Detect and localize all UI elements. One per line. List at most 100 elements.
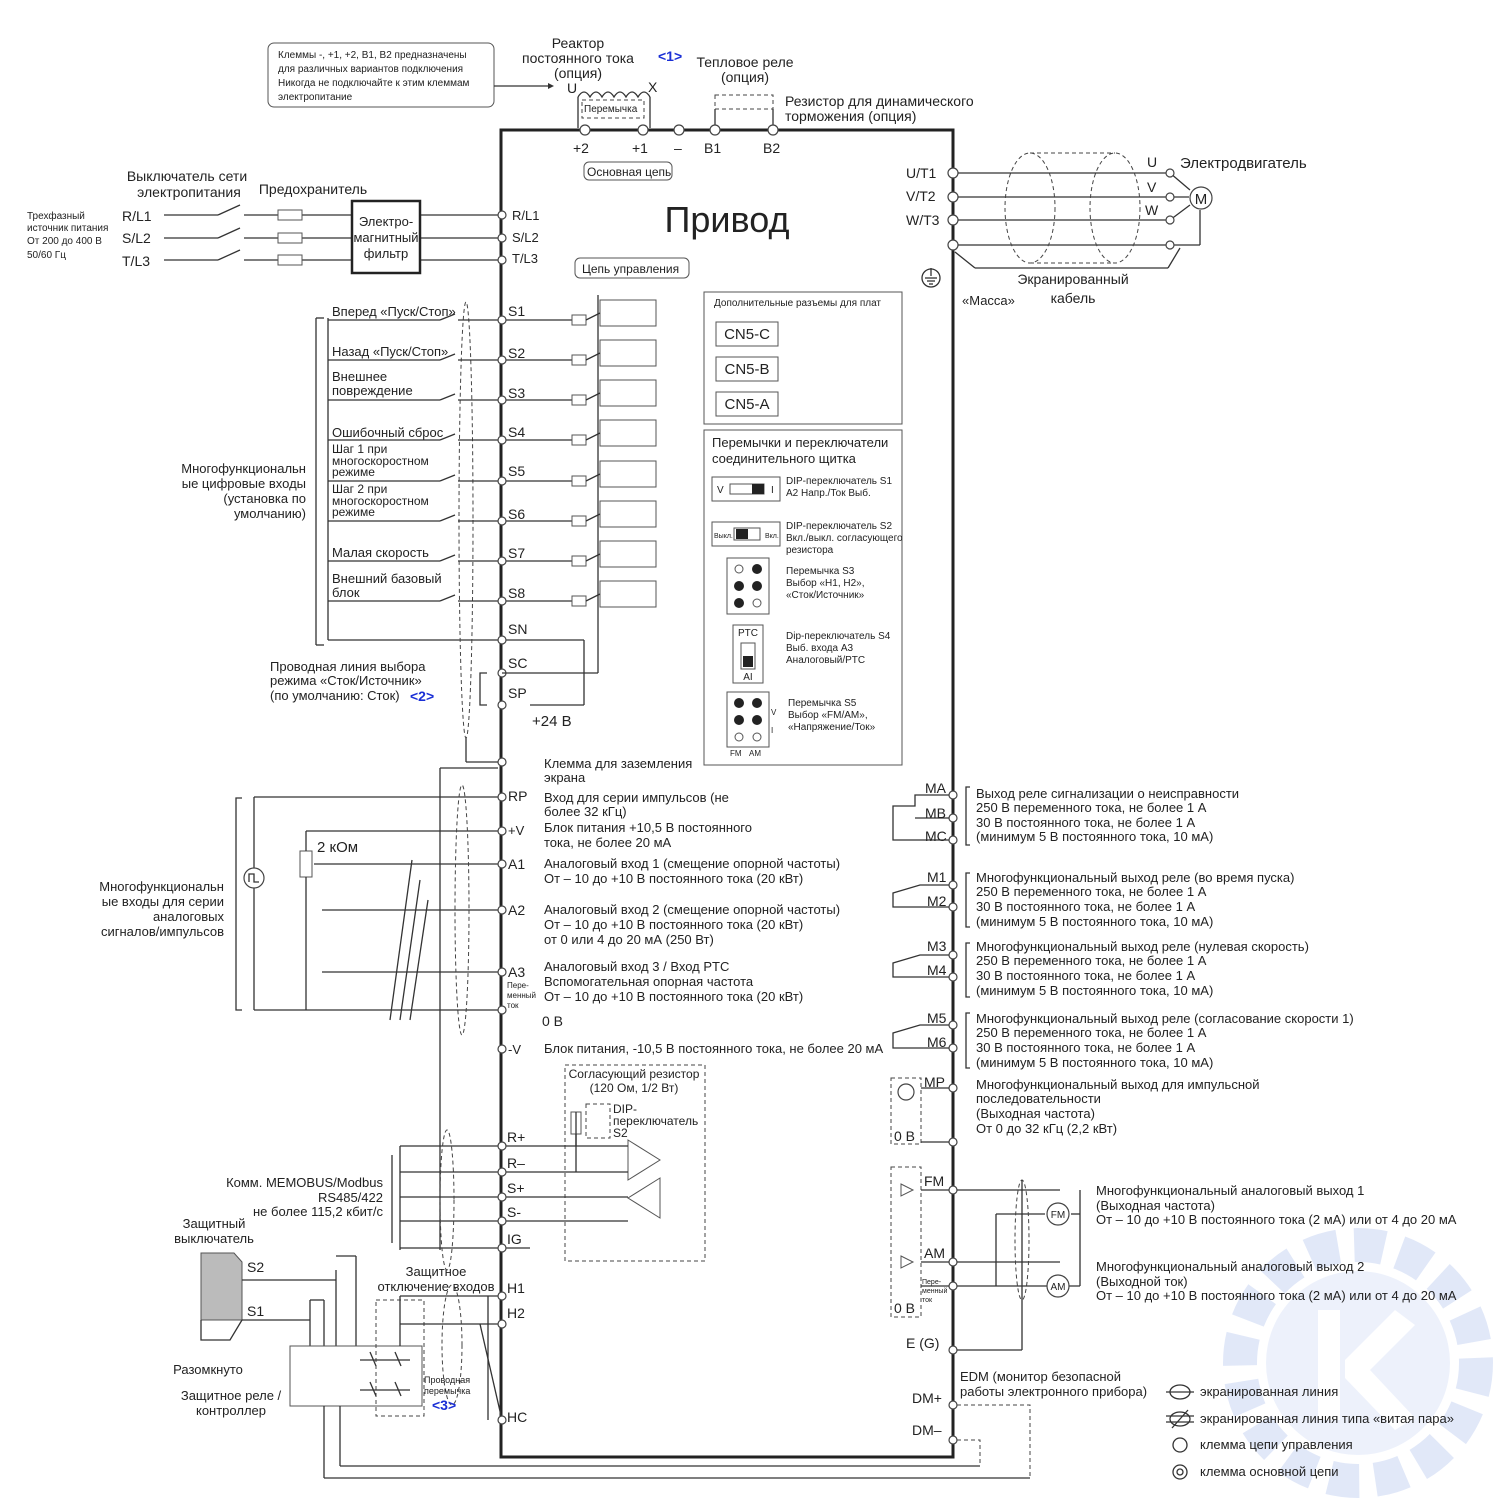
term-s4: S4 — [508, 424, 525, 440]
s2-label-3: резистора — [786, 545, 834, 556]
ground-icon — [921, 268, 941, 288]
comm-lines — [391, 1112, 628, 1271]
fm-desc-3: От – 10 до +10 В постоянного тока (2 мА)… — [1096, 1212, 1457, 1227]
potentiometer — [299, 850, 313, 878]
fm-meter-label: FM — [1051, 1210, 1065, 1221]
term-m5: M5 — [927, 1010, 947, 1026]
di-label-s3b: повреждение — [332, 383, 413, 398]
rp-desc-2: более 32 кГц) — [544, 804, 627, 819]
term-dm-minus: DM– — [912, 1422, 942, 1438]
ground-label: «Масса» — [962, 293, 1015, 308]
m56-desc-4: (минимум 5 В постоянного тока, 10 мА) — [976, 1055, 1213, 1070]
term-aout-0v: 0 В — [894, 1300, 915, 1316]
term-s6: S6 — [508, 506, 525, 522]
breaker-label-2: электропитания — [137, 184, 241, 200]
svg-text:FM: FM — [730, 749, 742, 758]
term-0v: 0 В — [542, 1013, 563, 1029]
legend — [1166, 1384, 1194, 1480]
sink-source-wire — [479, 672, 487, 706]
term-s1: S1 — [508, 303, 525, 319]
fault-desc-1: Выход реле сигнализации о неисправности — [976, 786, 1239, 801]
brake-resistor-label-1: Резистор для динамического — [785, 93, 974, 109]
term-m1: M1 — [927, 869, 947, 885]
s3-label-2: Выбор «H1, H2», — [786, 577, 865, 589]
breaker-label-1: Выключатель сети — [127, 168, 247, 184]
in-t: T/L3 — [512, 251, 538, 266]
s4-label-1: Dip-переключатель S4 — [786, 631, 891, 642]
optocouplers — [502, 295, 657, 706]
legend-shielded: экранированная линия — [1200, 1384, 1338, 1399]
motor-m: M — [1195, 191, 1208, 208]
aout-terminals — [921, 1179, 1081, 1355]
term-hc: HC — [507, 1409, 527, 1425]
safety-wiring — [242, 1255, 1030, 1479]
motor-cable — [954, 152, 1201, 269]
svg-text:AI: AI — [743, 672, 752, 683]
di-label-s4: Ошибочный сброс — [332, 425, 444, 440]
term-m6: M6 — [927, 1034, 947, 1050]
phase-r: R/L1 — [122, 208, 152, 224]
fault-desc-4: (минимум 5 В постоянного тока, 10 мА) — [976, 829, 1213, 844]
fuse-label: Предохранитель — [259, 181, 367, 197]
cn5c: CN5-C — [724, 326, 770, 343]
edm-label-1: EDM (монитор безопасной — [960, 1369, 1121, 1384]
safety-switch-label-2: выключатель — [174, 1231, 254, 1246]
control-circuit-box — [574, 257, 690, 279]
term-sc: SC — [508, 655, 527, 671]
out-u: U/T1 — [906, 165, 937, 181]
cn5b: CN5-B — [724, 361, 769, 378]
drive-title: Привод — [665, 199, 790, 240]
dip-s2-label-2: переключатель — [613, 1114, 698, 1128]
tx-amplifier — [627, 1177, 661, 1219]
digital-input-lines — [328, 313, 572, 602]
m34-desc-2: 250 В переменного тока, не более 1 A — [976, 953, 1207, 968]
emc-filter — [350, 199, 422, 275]
svg-text:PTC: PTC — [738, 628, 758, 639]
di-label-s5c: режиме — [332, 465, 375, 479]
ref-1: <1> — [658, 48, 682, 64]
fault-desc-2: 250 В переменного тока, не более 1 A — [976, 800, 1207, 815]
aout-small-3: ток — [922, 1297, 933, 1304]
m12-desc-4: (минимум 5 В постоянного тока, 10 мА) — [976, 914, 1213, 929]
analog-terminals — [497, 792, 507, 1054]
term-sn: SN — [508, 621, 527, 637]
m12-desc-3: 30 В постоянного тока, не более 1 A — [976, 899, 1195, 914]
term-am: AM — [924, 1245, 945, 1261]
digital-group-1: Многофункциональн — [181, 461, 306, 476]
di-label-s7: Малая скорость — [332, 545, 429, 560]
di-label-s5b: многоскоростном — [332, 454, 429, 468]
fm-desc-1: Многофункциональный аналоговый выход 1 — [1096, 1183, 1364, 1198]
safety-relay-label-1: Защитное реле / — [181, 1388, 282, 1403]
analog-group-2: ые входы для серии — [102, 894, 224, 909]
svg-text:Вкл.: Вкл. — [765, 533, 779, 540]
term-dm-plus: DM+ — [912, 1390, 942, 1406]
term-ma: MA — [925, 780, 947, 796]
motor-label: Электродвигатель — [1180, 155, 1307, 172]
mp-desc-1: Многофункциональный выход для импульсной — [976, 1077, 1260, 1092]
term-a2: A2 — [508, 902, 525, 918]
pot-label: 2 кОм — [317, 839, 358, 856]
s5-label-2: Выбор «FM/AM», — [788, 709, 868, 721]
source-label-2: источник питания — [27, 223, 108, 234]
term-minus: – — [674, 140, 682, 156]
a1-desc-1: Аналоговый вход 1 (смещение опорной част… — [544, 856, 840, 871]
di-label-s6b: многоскоростном — [332, 494, 429, 508]
cn5a: CN5-A — [724, 396, 769, 413]
main-circuit-box — [583, 161, 673, 181]
analog-group-4: сигналов/импульсов — [101, 924, 224, 939]
motor-v: V — [1147, 179, 1157, 195]
term-sm-comm: S- — [507, 1204, 521, 1220]
term-h2: H2 — [507, 1305, 525, 1321]
term-rp-comm: R+ — [507, 1129, 525, 1145]
digital-group-2: ые цифровые входы — [182, 476, 306, 491]
term-s5: S5 — [508, 463, 525, 479]
reactor-coil — [577, 91, 651, 99]
safety-jumper-label-2: перемычка — [424, 1386, 470, 1396]
term-s8: S8 — [508, 585, 525, 601]
relay-brackets — [965, 786, 970, 1069]
sink-label-1: Проводная линия выбора — [270, 659, 426, 674]
reactor-u: U — [567, 80, 577, 96]
m12-desc-2: 250 В переменного тока, не более 1 A — [976, 884, 1207, 899]
a3-desc-2: Вспомогательная опорная частота — [544, 974, 754, 989]
legend-main-terminal: клемма основной цепи — [1200, 1464, 1339, 1479]
